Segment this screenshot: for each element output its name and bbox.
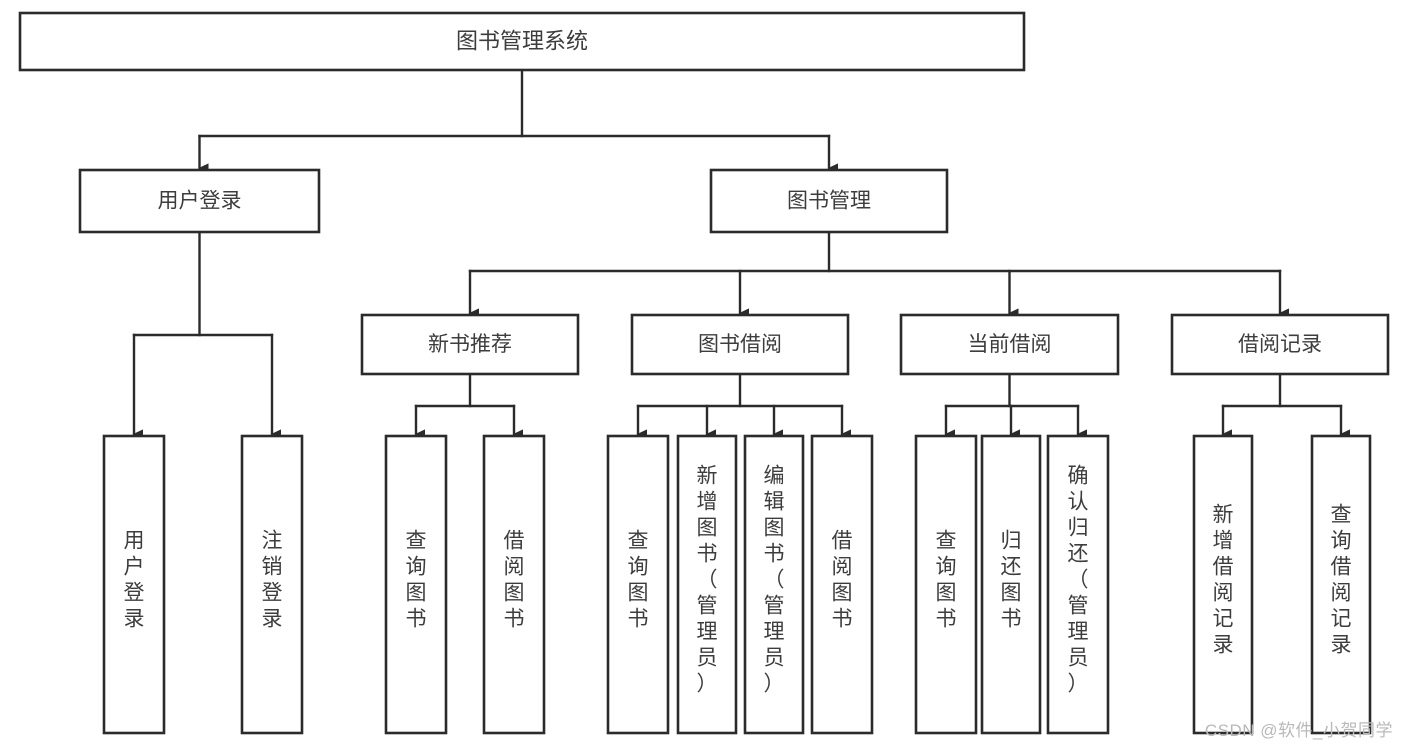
node-current-borrow-rect [899, 313, 1120, 376]
node-root-label: 图书管理系统 [456, 28, 588, 53]
node-new-book-recommend-rect [360, 313, 580, 376]
node-leaf-edit-book-label: 编辑图书（管理员） [764, 465, 785, 696]
node-book-borrow-label: 图书借阅 [698, 333, 782, 356]
node-leaf-query-borrow-record[interactable]: 查询借阅记录 [1310, 434, 1372, 735]
connector-layer [132, 68, 1350, 439]
node-leaf-query-book-2-rect [606, 434, 670, 735]
node-leaf-confirm-return-rect [1046, 434, 1110, 735]
node-leaf-add-book[interactable]: 新增图书（管理员） [676, 434, 738, 735]
node-user-login-rect [78, 168, 321, 234]
node-book-borrow-rect [630, 313, 850, 376]
node-leaf-query-book-2[interactable]: 查询图书 [606, 434, 670, 735]
node-leaf-query-borrow-record-rect [1310, 434, 1372, 735]
node-leaf-return-book-rect [980, 434, 1042, 735]
node-book-borrow[interactable]: 图书借阅 [630, 313, 850, 376]
node-leaf-logout-login-rect [240, 434, 304, 735]
node-leaf-return-book-label: 归还图书 [1001, 530, 1022, 631]
node-leaf-add-book-label: 新增图书（管理员） [697, 465, 718, 696]
node-new-book-recommend-label: 新书推荐 [428, 333, 512, 356]
node-leaf-add-book-rect [676, 434, 738, 735]
node-root-rect [18, 11, 1026, 72]
node-leaf-query-borrow-record-label: 查询借阅记录 [1331, 504, 1352, 657]
node-book-manage-label: 图书管理 [787, 190, 871, 213]
node-leaf-query-book-1-rect [384, 434, 448, 735]
node-borrow-record-label: 借阅记录 [1238, 333, 1322, 356]
node-leaf-edit-book-rect [743, 434, 805, 735]
node-leaf-confirm-return[interactable]: 确认归还（管理员） [1046, 434, 1110, 735]
node-leaf-borrow-book-2-label: 借阅图书 [832, 530, 853, 631]
node-leaf-borrow-book-1[interactable]: 借阅图书 [482, 434, 546, 735]
node-book-manage-rect [709, 168, 949, 234]
node-leaf-borrow-book-2[interactable]: 借阅图书 [810, 434, 874, 735]
node-leaf-edit-book[interactable]: 编辑图书（管理员） [743, 434, 805, 735]
node-borrow-record-rect [1170, 313, 1390, 376]
node-borrow-record[interactable]: 借阅记录 [1170, 313, 1390, 376]
node-user-login[interactable]: 用户登录 [78, 168, 321, 234]
node-leaf-add-borrow-record[interactable]: 新增借阅记录 [1192, 434, 1254, 735]
node-root[interactable]: 图书管理系统 [18, 11, 1026, 72]
node-leaf-borrow-book-1-rect [482, 434, 546, 735]
node-leaf-query-book-3-label: 查询图书 [936, 530, 957, 631]
node-user-login-label: 用户登录 [158, 190, 242, 213]
node-leaf-query-book-1[interactable]: 查询图书 [384, 434, 448, 735]
node-leaf-user-login[interactable]: 用户登录 [102, 434, 166, 735]
node-current-borrow-label: 当前借阅 [968, 333, 1052, 356]
node-layer: 图书管理系统用户登录图书管理新书推荐图书借阅当前借阅借阅记录用户登录注销登录查询… [18, 11, 1390, 735]
node-leaf-query-book-1-label: 查询图书 [406, 530, 427, 631]
node-leaf-user-login-rect [102, 434, 166, 735]
node-book-manage[interactable]: 图书管理 [709, 168, 949, 234]
node-new-book-recommend[interactable]: 新书推荐 [360, 313, 580, 376]
node-leaf-query-book-2-label: 查询图书 [628, 530, 649, 631]
node-leaf-query-book-3-rect [914, 434, 978, 735]
node-leaf-borrow-book-2-rect [810, 434, 874, 735]
node-leaf-query-book-3[interactable]: 查询图书 [914, 434, 978, 735]
node-leaf-user-login-label: 用户登录 [124, 530, 145, 631]
node-leaf-return-book[interactable]: 归还图书 [980, 434, 1042, 735]
csdn-watermark: CSDN @软件_小贺同学 [1204, 721, 1393, 740]
node-leaf-add-borrow-record-rect [1192, 434, 1254, 735]
node-leaf-add-borrow-record-label: 新增借阅记录 [1213, 504, 1234, 657]
node-leaf-logout-login-label: 注销登录 [262, 530, 283, 631]
node-leaf-logout-login[interactable]: 注销登录 [240, 434, 304, 735]
node-leaf-borrow-book-1-label: 借阅图书 [504, 530, 525, 631]
node-leaf-confirm-return-label: 确认归还（管理员） [1068, 465, 1089, 696]
node-current-borrow[interactable]: 当前借阅 [899, 313, 1120, 376]
